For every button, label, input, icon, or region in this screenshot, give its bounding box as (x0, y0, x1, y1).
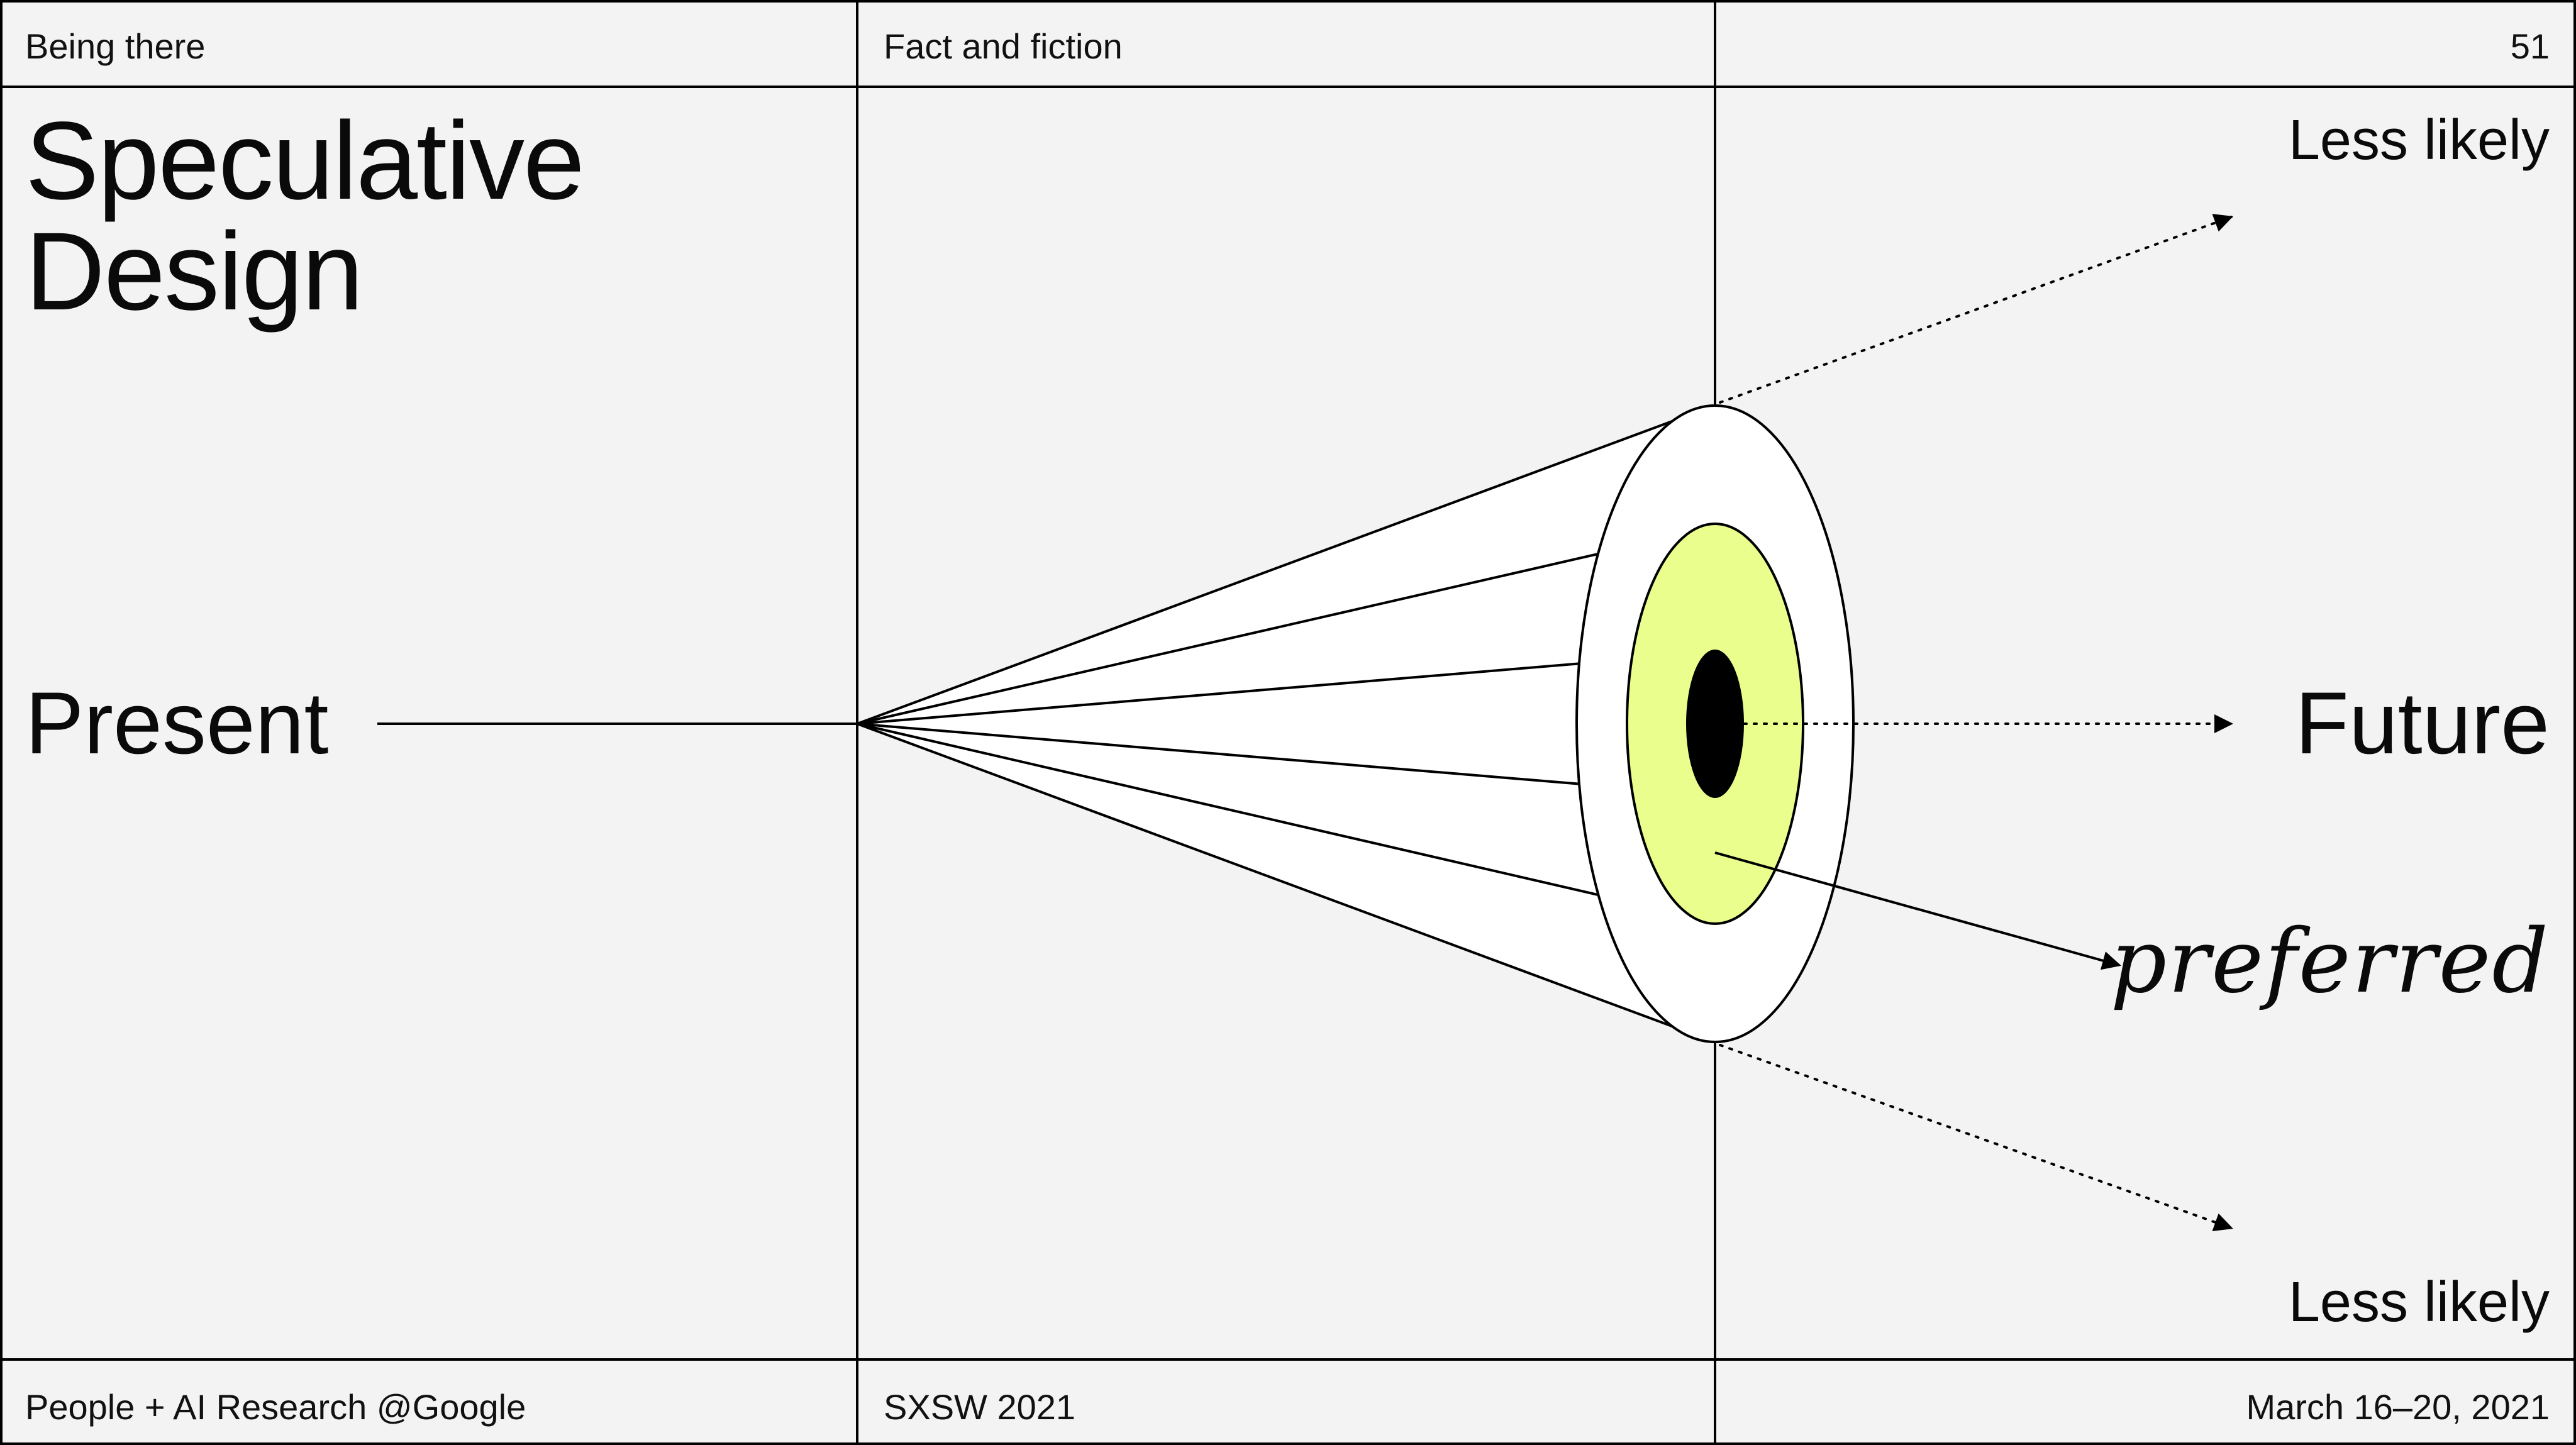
cone-edge-top (857, 419, 1676, 725)
footer-divider (0, 1358, 2576, 1361)
arrow-less-likely-bottom (1719, 1044, 2233, 1232)
column-divider-2-bottom (1714, 1038, 1716, 1445)
page-title-line-2: Design (25, 210, 364, 333)
future-label: Future (2295, 673, 2550, 772)
column-divider-2-top (1714, 0, 1716, 409)
preferred-label: preferred (2110, 911, 2550, 1013)
footer-date: March 16–20, 2021 (2246, 1387, 2550, 1427)
footer-organization: People + AI Research @Google (25, 1387, 526, 1427)
page-title: Speculative Design (25, 99, 585, 333)
present-label: Present (25, 673, 329, 772)
page-title-line-1: Speculative (25, 99, 585, 223)
arrow-less-likely-top (1719, 214, 2233, 404)
cone-ray-2 (857, 662, 1582, 725)
cone-ray-1 (857, 552, 1601, 725)
footer-event: SXSW 2021 (884, 1387, 1076, 1427)
less-likely-bottom-label: Less likely (2288, 1271, 2550, 1334)
header-section-label: Being there (25, 26, 206, 66)
cone-ray-3 (857, 723, 1582, 785)
arrow-preferred (1714, 851, 2121, 970)
cone-ray-4 (857, 723, 1601, 897)
center-ellipse (1686, 650, 1744, 798)
less-likely-top-label: Less likely (2288, 109, 2550, 172)
cone-body (857, 406, 1714, 1042)
header-chapter-label: Fact and fiction (884, 26, 1123, 66)
header-divider (0, 86, 2576, 88)
cone-edge-bottom (857, 723, 1676, 1029)
page-number: 51 (2510, 26, 2550, 66)
